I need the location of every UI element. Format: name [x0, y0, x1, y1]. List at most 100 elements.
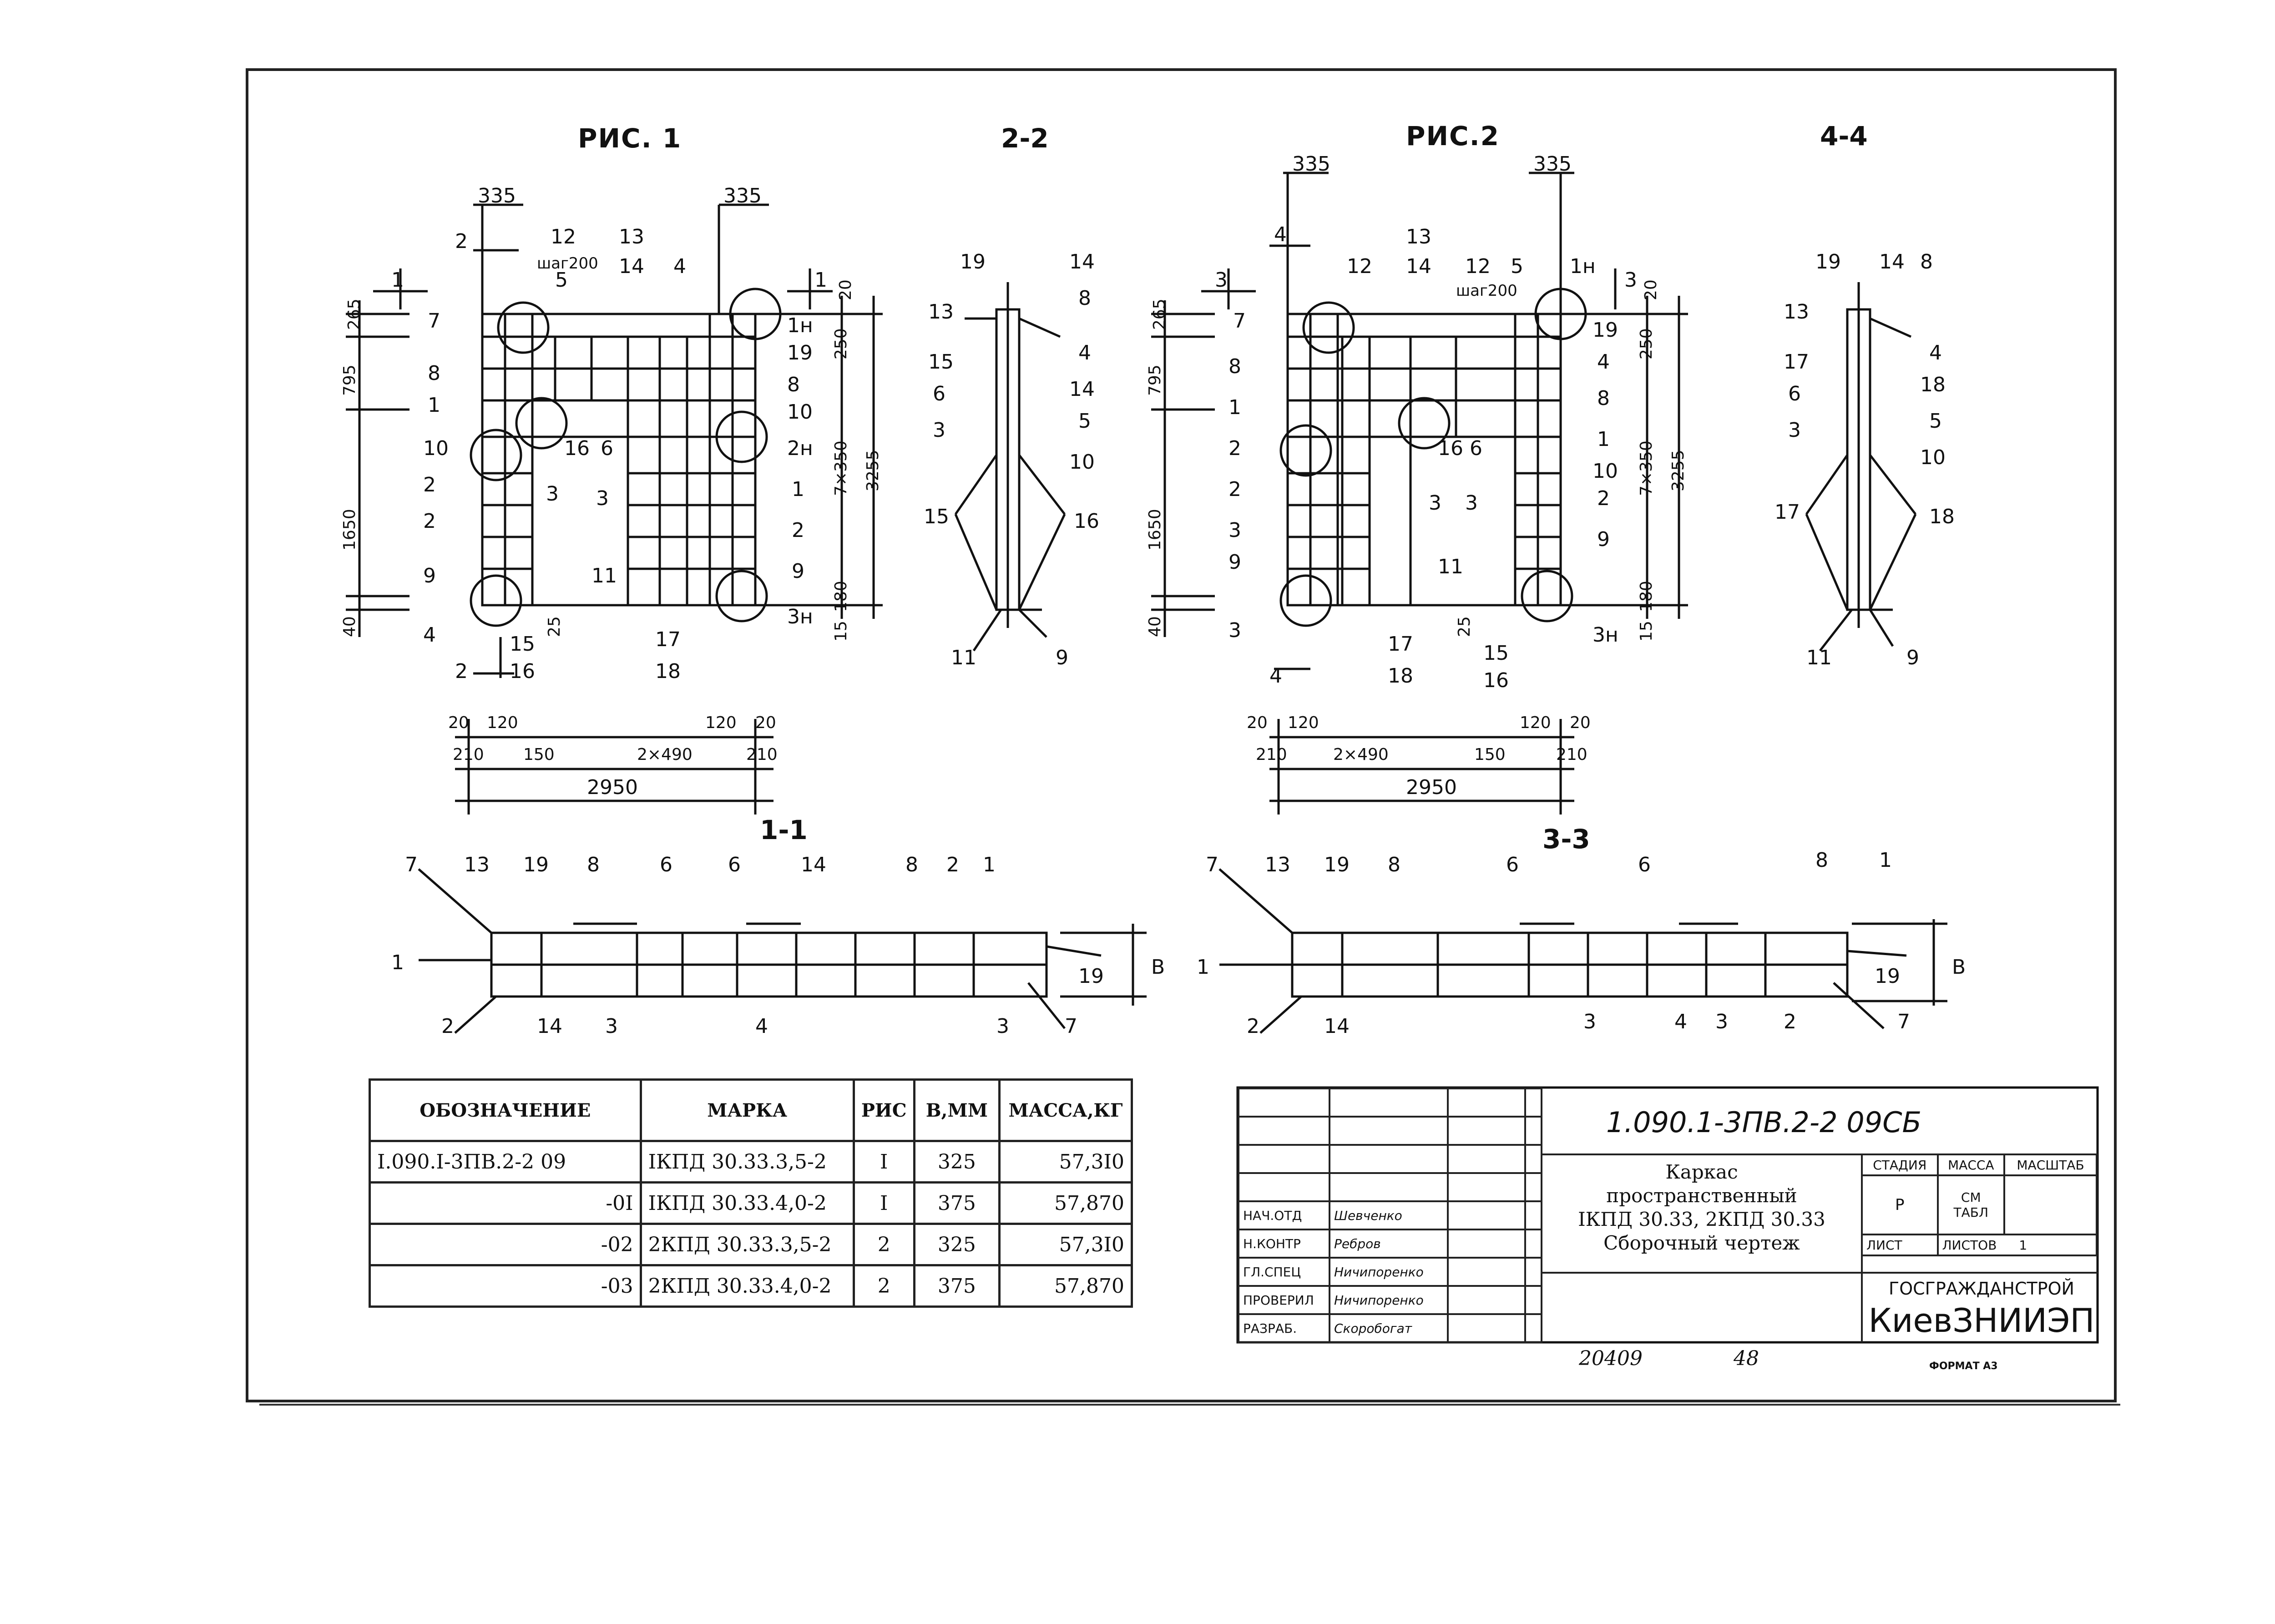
fig1-row2-d: 210	[746, 745, 778, 764]
table-row: -02 2КПД 30.33.3,5-2 2 325 57,3I0	[369, 1223, 1133, 1266]
fig2-dim-335-right: 335	[1533, 152, 1572, 176]
sec33-mark-14: 14	[1324, 1015, 1350, 1038]
fig1-row2-a: 210	[453, 745, 484, 764]
sec22-mark-19: 19	[960, 250, 986, 273]
fig1-mark-2a: 2	[423, 473, 436, 496]
fig2-dim-15: 15	[1637, 621, 1656, 642]
section-3-3	[1218, 868, 1947, 1034]
section-3-3-title: 3-3	[1542, 824, 1590, 855]
fig2-row1-d: 20	[1570, 713, 1591, 732]
fig1-mark-19: 19	[787, 341, 813, 364]
fig2-mark-2b: 2	[1228, 478, 1241, 501]
sec33-mark-B: В	[1952, 956, 1966, 979]
sec33-mark-6b: 6	[1638, 853, 1651, 876]
fig1-mark-4: 4	[673, 255, 686, 278]
fig2-dim-335-left: 335	[1292, 152, 1330, 176]
fig2-row1-b: 120	[1288, 713, 1319, 732]
spec-cell-fig: 2	[852, 1223, 915, 1266]
sec44-mark-4: 4	[1929, 341, 1942, 364]
spec-header-mass: МАССА,КГ	[998, 1078, 1133, 1142]
sec22-mark-4: 4	[1078, 341, 1091, 364]
fig2-dim-25: 25	[1455, 616, 1474, 637]
sec33-mark-1b: 1	[1197, 956, 1209, 979]
stamp-sheets-cell: ЛИСТОВ 1	[1936, 1234, 2098, 1256]
fig2-mark-12b: 12	[1465, 255, 1491, 278]
fig1-row1-d: 20	[755, 713, 776, 732]
sec44-mark-19: 19	[1815, 250, 1841, 273]
stamp-stage: Р	[1861, 1174, 1939, 1235]
sec11-mark-14b: 14	[537, 1015, 562, 1038]
fig2-mark-5: 5	[1511, 255, 1523, 278]
spec-cell-mass: 57,3I0	[998, 1223, 1133, 1266]
stamp-mass-cell: СМ ТАБЛ	[1936, 1174, 2006, 1235]
sec33-mark-7: 7	[1206, 853, 1218, 876]
stamp-title-line1: Каркас	[1665, 1161, 1738, 1183]
fig2-dim-250: 250	[1637, 328, 1656, 359]
spec-cell-mass: 57,870	[998, 1264, 1133, 1308]
stamp-info: СТАДИЯ МАССА МАСШТАБ Р СМ ТАБЛ ЛИСТ ЛИСТ…	[1861, 1153, 2098, 1256]
spec-table: ОБОЗНАЧЕНИЕ МАРКА РИС В,ММ МАССА,КГ I.09…	[369, 1078, 1133, 1308]
fig1-mark-4b: 4	[423, 623, 436, 647]
stamp-role: РАЗРАБ.	[1238, 1313, 1330, 1343]
sec11-mark-6a: 6	[660, 853, 672, 876]
stamp-name: Шевченко	[1329, 1200, 1449, 1230]
fig2-cage	[1151, 172, 1688, 815]
fig1-mark-17: 17	[655, 628, 681, 651]
fig1-mark-18: 18	[655, 660, 681, 683]
fig1-mark-13: 13	[619, 225, 644, 248]
format-label: ФОРМАТ А3	[1929, 1361, 1998, 1372]
fig1-row1-b: 120	[487, 713, 518, 732]
spec-cell-b: 375	[913, 1181, 1001, 1225]
sec33-mark-3: 3	[1583, 1010, 1596, 1033]
fig2-mark-3: 3	[1228, 519, 1241, 542]
fig1-mark-10: 10	[423, 437, 449, 460]
fig2-mark-14: 14	[1406, 255, 1431, 278]
sec11-mark-6b: 6	[728, 853, 741, 876]
sec22-mark-15: 15	[928, 350, 954, 374]
fig2-mark-8: 8	[1228, 355, 1241, 378]
stamp-divider-2	[1542, 1272, 2098, 1274]
fig2-mark-10: 10	[1592, 460, 1618, 483]
fig1-total: 2950	[587, 776, 638, 799]
fig1-cage	[346, 203, 883, 815]
fig1-row2-b: 150	[523, 745, 555, 764]
fig2-mark-8b: 8	[1597, 387, 1610, 410]
fig1-mark-9b: 9	[792, 560, 804, 583]
stamp-scale-header: МАСШТАБ	[2003, 1153, 2098, 1176]
fig1-mark-8b: 8	[787, 373, 800, 396]
stamp-frame	[1236, 1086, 2099, 1344]
table-row: I.090.I-3ПВ.2-2 09 IКПД 30.33.3,5-2 I 32…	[369, 1140, 1133, 1184]
fig2-dim-7x350: 7×350	[1637, 440, 1656, 496]
sec22-mark-8: 8	[1078, 287, 1091, 310]
fig2-mark-1b: 1	[1597, 428, 1610, 451]
spec-cell-mark: 2КПД 30.33.4,0-2	[639, 1264, 855, 1308]
fig2-dim-180: 180	[1637, 581, 1656, 612]
table-row: -0I IКПД 30.33.4,0-2 I 375 57,870	[369, 1181, 1133, 1225]
fig2-mark-7: 7	[1233, 309, 1246, 333]
sec44-mark-13: 13	[1784, 300, 1809, 324]
fig1-dim-20: 20	[836, 279, 855, 300]
sec44-mark-8: 8	[1920, 250, 1933, 273]
sec44-mark-6: 6	[1788, 382, 1801, 405]
section-2-2	[954, 282, 1066, 652]
sec44-mark-17: 17	[1784, 350, 1809, 374]
fig2-dim-1650: 1650	[1146, 509, 1164, 551]
spec-cell-designation: -03	[369, 1264, 642, 1308]
sec11-mark-8b: 8	[905, 853, 918, 876]
fig2-mark-16: 16	[1438, 437, 1463, 460]
stamp-role: Н.КОНТР	[1238, 1229, 1330, 1259]
spec-cell-fig: I	[852, 1181, 915, 1225]
sec44-mark-10: 10	[1920, 446, 1946, 469]
fig2-row2-a: 210	[1256, 745, 1287, 764]
fig1-mark-9: 9	[423, 564, 436, 587]
sec11-mark-2: 2	[946, 853, 959, 876]
sec44-mark-18b: 18	[1929, 505, 1955, 528]
fig1-mark-3: 3	[546, 482, 559, 506]
spec-cell-mark: IКПД 30.33.4,0-2	[639, 1181, 855, 1225]
spec-header-designation: ОБОЗНАЧЕНИЕ	[369, 1078, 642, 1142]
fig2-mark-3d: 3	[1465, 491, 1478, 515]
sec11-mark-8: 8	[587, 853, 600, 876]
fig1-title: РИС. 1	[578, 123, 682, 154]
